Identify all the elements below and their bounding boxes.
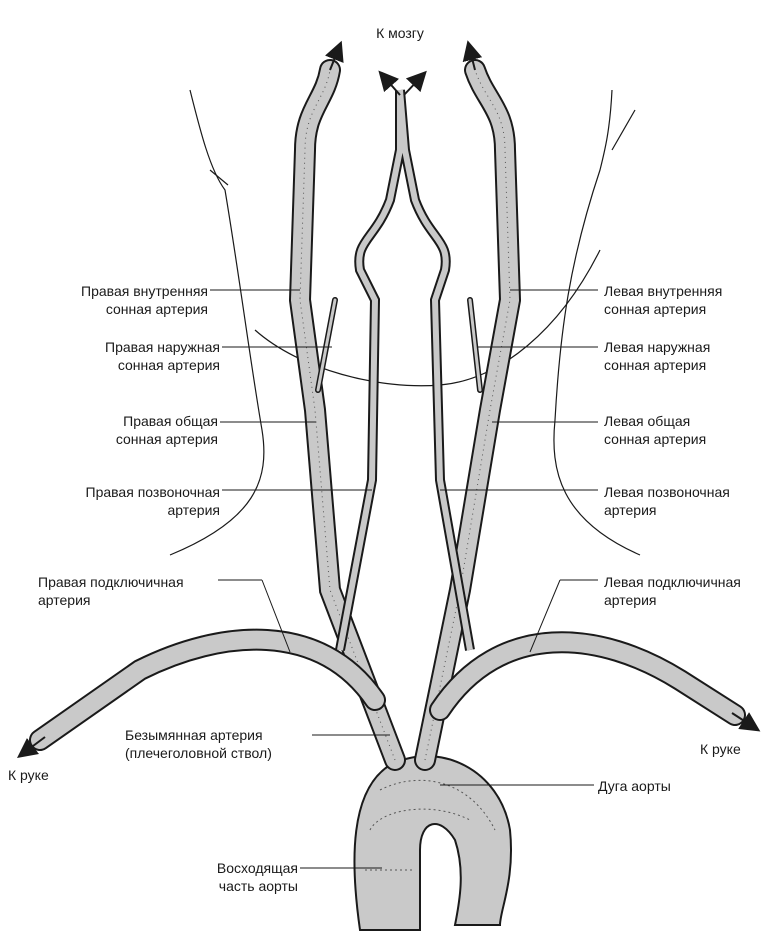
left-vertebral-label: Левая позвоночная артерия <box>604 484 730 518</box>
left-external-carotid-label: Левая наружная сонная артерия <box>604 339 711 373</box>
left-internal-carotid-label: Левая внутренняя сонная артерия <box>604 283 723 317</box>
left-arm-label: К руке <box>700 741 741 757</box>
vertebral-vessels <box>335 70 475 651</box>
innominate-label: Безымянная артерия (плечеголовной ствол) <box>125 727 272 761</box>
external-carotid-fill <box>316 298 482 392</box>
to-brain-label: К мозгу <box>376 25 424 41</box>
right-internal-carotid-label: Правая внутренняя сонная артерия <box>81 283 208 317</box>
right-common-carotid-label: Правая общая сонная артерия <box>115 413 218 447</box>
aortic-arch-label: Дуга аорты <box>598 778 671 794</box>
right-vertebral-label: Правая позвоночная артерия <box>85 484 220 518</box>
right-external-carotid-label: Правая наружная сонная артерия <box>105 339 220 373</box>
aortic-arch <box>353 755 512 931</box>
right-subclavian-label: Правая подключичная артерия <box>38 574 184 608</box>
right-arm-label: К руке <box>8 767 49 783</box>
leader-lines <box>210 289 598 869</box>
subclavian-vessels <box>17 628 761 758</box>
left-common-carotid-label: Левая общая сонная артерия <box>604 413 707 447</box>
left-subclavian-label: Левая подключичная артерия <box>604 574 741 608</box>
right-carotid-vessel <box>288 40 406 771</box>
external-carotid-branches <box>315 297 483 393</box>
ascending-aorta-label: Восходящая часть аорты <box>216 860 298 894</box>
left-carotid-vessel <box>414 40 522 771</box>
